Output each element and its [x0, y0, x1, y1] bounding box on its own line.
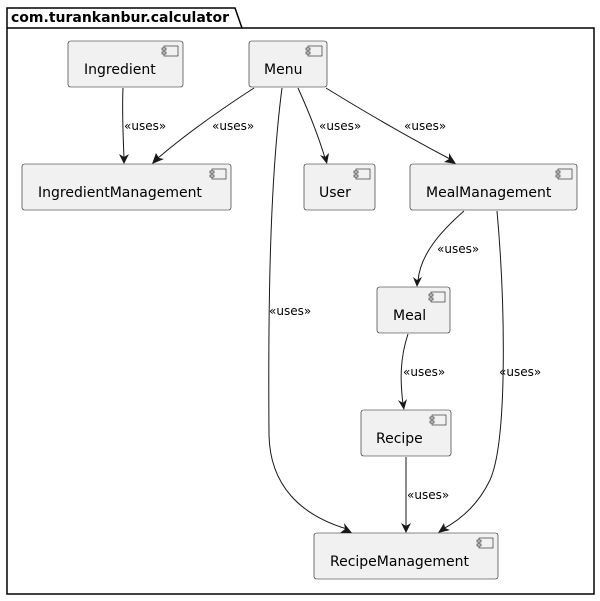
edge-label: «uses» [499, 365, 541, 379]
component-label: User [319, 185, 351, 201]
arrowhead [438, 523, 450, 533]
package: com.turankanbur.calculator [6, 7, 595, 595]
arrowhead [444, 153, 456, 164]
edge-label: «uses» [319, 119, 361, 133]
edge-menu-user [297, 87, 326, 159]
edge-menu-mealmanagement [325, 87, 451, 160]
component-recipemanagement[interactable]: RecipeManagement [313, 532, 499, 580]
component-label: IngredientManagement [38, 185, 202, 201]
component-user[interactable]: User [303, 163, 376, 211]
edge-label: «uses» [269, 304, 311, 318]
edge-label: «uses» [212, 119, 254, 133]
edge-label: «uses» [124, 119, 166, 133]
component-label: Ingredient [84, 62, 156, 78]
component-icon [209, 168, 227, 180]
arrowhead [413, 277, 422, 287]
package-frame [6, 7, 595, 595]
package-title: com.turankanbur.calculator [11, 10, 229, 26]
component-ingredient[interactable]: Ingredient [67, 40, 184, 88]
edge-menu-ingredientmanagement [157, 87, 255, 159]
component-icon [476, 537, 494, 549]
edge-label: «uses» [404, 119, 446, 133]
component-label: Menu [264, 62, 302, 78]
edge-label: «uses» [403, 365, 445, 379]
component-icon [429, 414, 447, 426]
component-icon [353, 168, 371, 180]
component-mealmanagement[interactable]: MealManagement [409, 163, 578, 211]
edge-label: «uses» [437, 242, 479, 256]
arrowhead [398, 399, 407, 410]
component-recipe[interactable]: Recipe [360, 409, 452, 457]
edge-meal-recipe [400, 333, 409, 405]
component-menu[interactable]: Menu [248, 40, 328, 88]
component-icon [161, 45, 179, 57]
arrowhead [340, 523, 352, 533]
component-label: MealManagement [426, 185, 552, 201]
component-label: Meal [393, 308, 426, 324]
component-icon [555, 168, 573, 180]
arrowhead [401, 523, 411, 533]
component-label: RecipeManagement [330, 554, 470, 570]
arrowhead [119, 154, 129, 164]
arrowhead [320, 153, 329, 164]
component-ingredientmanagement[interactable]: IngredientManagement [21, 163, 232, 211]
edge-mealmanagement-recipemanagement [442, 210, 504, 530]
edges: «uses» «uses» «uses» «uses» «uses» «uses… [119, 87, 541, 533]
edge-label: «uses» [407, 488, 449, 502]
component-meal[interactable]: Meal [376, 286, 451, 334]
component-icon [305, 45, 323, 57]
component-icon [428, 291, 446, 303]
arrowhead [152, 153, 164, 164]
edge-mealmanagement-meal [417, 210, 465, 282]
edge-ingredient-ingredientmanagement [122, 87, 125, 159]
edge-menu-recipemanagement [268, 87, 348, 530]
component-label: Recipe [376, 431, 423, 447]
